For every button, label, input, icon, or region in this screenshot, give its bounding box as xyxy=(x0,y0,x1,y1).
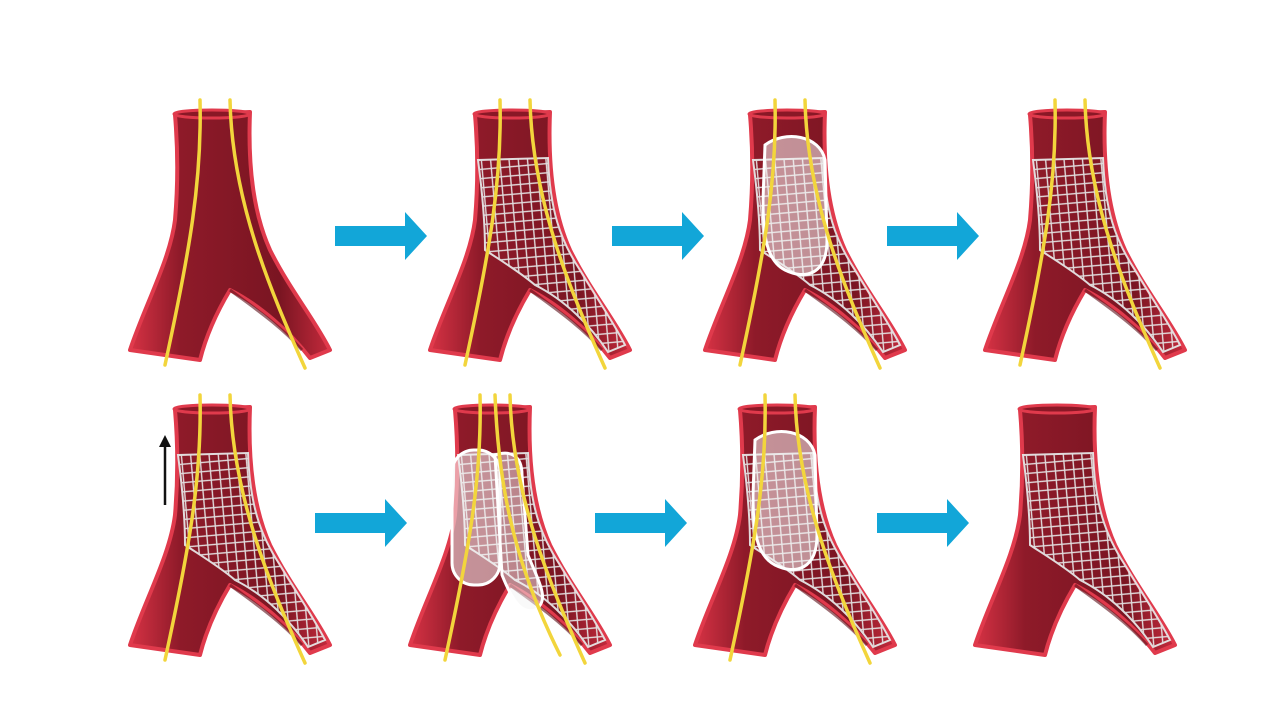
vessel-opening xyxy=(737,403,817,415)
vessel-opening xyxy=(1017,403,1097,415)
guidewire-extra xyxy=(493,393,562,657)
up-arrow-head xyxy=(159,435,171,447)
guidewire-side xyxy=(1083,98,1162,370)
guidewire-main xyxy=(1018,98,1057,367)
vessel xyxy=(128,110,332,362)
stent-mesh xyxy=(176,451,327,649)
panel-step-8 xyxy=(973,403,1177,657)
panel-step-4 xyxy=(983,98,1187,370)
guidewire-side xyxy=(528,98,607,370)
guidewire-main xyxy=(443,393,482,662)
guidewire-main xyxy=(163,393,202,662)
panel-step-6 xyxy=(408,393,612,665)
guidewire-main xyxy=(163,98,202,367)
guidewire-main xyxy=(738,98,777,367)
guidewire-main xyxy=(463,98,502,367)
guidewire-side xyxy=(508,393,587,665)
guidewire-main xyxy=(728,393,767,662)
stent-mesh xyxy=(1031,156,1182,354)
vessel-opening xyxy=(172,108,252,120)
vessel-opening xyxy=(747,108,827,120)
stent-mesh xyxy=(1021,451,1172,649)
vessel-opening xyxy=(452,403,532,415)
guidewire-side xyxy=(793,393,872,665)
stent-mesh xyxy=(476,156,627,354)
guidewire-side xyxy=(228,98,307,370)
panel-step-5 xyxy=(128,393,332,665)
panel-step-7 xyxy=(693,393,897,665)
right-arrow-icon-1-2 xyxy=(612,212,704,260)
panel-step-1 xyxy=(128,98,332,370)
guidewire-side xyxy=(803,98,882,370)
right-arrow-icon-1-1 xyxy=(335,212,427,260)
right-arrow-icon-2-1 xyxy=(315,499,407,547)
vessel-opening xyxy=(172,403,252,415)
right-arrow-icon-2-2 xyxy=(595,499,687,547)
carina-shadow xyxy=(1074,583,1149,646)
guidewire-side xyxy=(228,393,307,665)
vessel-opening xyxy=(1027,108,1107,120)
right-arrow-icon-2-3 xyxy=(877,499,969,547)
panel-step-2 xyxy=(428,98,632,370)
right-arrow-icon-1-3 xyxy=(887,212,979,260)
vessel-opening xyxy=(472,108,552,120)
panel-step-3 xyxy=(703,98,907,370)
